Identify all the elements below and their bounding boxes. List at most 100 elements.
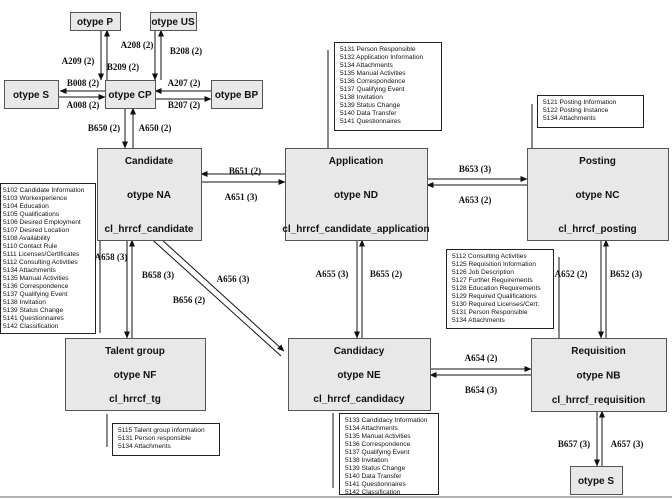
relation-label-b658: B658 (3) — [142, 270, 174, 280]
infotype-item: 5131 Person responsible — [118, 435, 191, 442]
entity-box[interactable] — [70, 12, 121, 31]
infotype-item: 5141 Questionnaires — [345, 481, 407, 488]
entity-name: otype S — [578, 476, 614, 487]
entity-otype-us[interactable]: otype US — [150, 12, 197, 31]
entity-box[interactable] — [531, 338, 667, 412]
infotype-item: 5139 Status Change — [345, 465, 405, 472]
entity-class: cl_hrrcf_candidate_application — [282, 224, 429, 235]
entity-box[interactable] — [288, 338, 431, 411]
relation-label-a652: A652 (2) — [555, 269, 588, 279]
infotype-item: 5135 Manual Activities — [340, 70, 406, 77]
relation-label-b208: B208 (2) — [170, 46, 202, 56]
infotype-item: 5133 Candidacy Information — [345, 417, 428, 424]
entity-otype-bp[interactable]: otype BP — [211, 80, 263, 109]
note-box — [334, 42, 442, 131]
entity-name: otype BP — [215, 90, 259, 101]
infotype-item: 5131 Person Responsible — [340, 46, 416, 53]
entity-name: Requisition — [571, 346, 625, 357]
note-box — [339, 413, 439, 495]
infotype-item: 5141 Questionnaires — [340, 118, 402, 125]
entity-otype-cp[interactable]: otype CP — [105, 80, 156, 109]
entity-name: Application — [329, 156, 383, 167]
infotype-item: 5139 Status Change — [3, 307, 63, 314]
infotype-item: 5141 Questionnaires — [3, 315, 65, 322]
relation-label-a657: A657 (3) — [611, 439, 644, 449]
infotype-item: 5136 Correspondence — [345, 441, 411, 448]
relation-label-a653: A653 (2) — [459, 195, 492, 205]
relation-label-b656: B656 (2) — [173, 295, 205, 305]
infotype-item: 5136 Correspondence — [340, 78, 406, 85]
entity-class: cl_hrrcf_tg — [109, 394, 161, 405]
entity-otype: otype NE — [337, 370, 381, 381]
infotype-item: 5134 Attachments — [118, 443, 171, 450]
infotype-item: 5102 Candidate Information — [3, 187, 85, 194]
entity-talent-group[interactable]: Talent group otype NF cl_hrrcf_tg — [65, 338, 206, 411]
relation-label-a655: A655 (3) — [316, 269, 349, 279]
infotype-item: 5112 Consulting Activities — [452, 253, 527, 260]
relation-label-a650: A650 (2) — [139, 123, 172, 133]
entity-box[interactable] — [105, 80, 156, 109]
entity-name: Posting — [579, 156, 616, 167]
entity-otype-s-bottom[interactable]: otype S — [570, 466, 623, 495]
relation-label-a651: A651 (3) — [225, 192, 258, 202]
entity-otype: otype NC — [576, 190, 620, 201]
entity-box[interactable] — [4, 80, 59, 109]
infotype-item: 5127 Further Requirements — [452, 277, 533, 284]
infotype-item: 5142 Classification — [3, 323, 59, 330]
note-box — [537, 95, 644, 128]
note-box — [112, 423, 220, 456]
infotype-item: 5128 Education Requirements — [452, 285, 541, 292]
relation-label-b655: B655 (2) — [370, 269, 402, 279]
entity-box[interactable] — [150, 12, 197, 31]
entity-box[interactable] — [211, 80, 263, 109]
entity-box[interactable] — [570, 466, 623, 495]
infotype-item: 5140 Data Transfer — [345, 473, 402, 480]
entity-otype-s-left[interactable]: otype S — [4, 80, 59, 109]
relation-label-b008: B008 (2) — [67, 78, 99, 88]
infotype-item: 5137 Qualifying Event — [340, 86, 405, 93]
entity-box[interactable] — [65, 338, 206, 411]
arrow-candidate-to-candidacy — [148, 227, 285, 352]
infotype-item: 5137 Qualifying Event — [345, 449, 410, 456]
relation-label-a656: A656 (3) — [217, 274, 250, 284]
entity-otype: otype NF — [114, 370, 157, 381]
relation-label-b209: B209 (2) — [107, 62, 139, 72]
infotype-item: 5115 Talent group information — [118, 427, 205, 434]
entity-class: cl_hrrcf_posting — [558, 224, 636, 235]
infotype-item: 5112 Consulting Activities — [3, 259, 78, 266]
entity-name: Candidate — [125, 156, 174, 167]
entity-posting[interactable]: Posting otype NC cl_hrrcf_posting — [527, 148, 669, 241]
infotype-item: 5104 Education — [3, 203, 49, 210]
infotype-item: 5134 Attachments — [340, 62, 393, 69]
infotype-item: 5134 Attachments — [345, 425, 398, 432]
relation-label-b650: B650 (2) — [88, 123, 120, 133]
entity-class: cl_hrrcf_candidate — [105, 224, 194, 235]
infotype-item: 5134 Attachments — [452, 317, 505, 324]
entity-box[interactable] — [97, 148, 202, 241]
arrow-candidacy-to-candidate — [145, 233, 282, 357]
infotype-item: 5110 Contact Rule — [3, 243, 57, 250]
infotype-item: 5105 Qualifications — [3, 211, 60, 218]
infotype-item: 5131 Person Responsible — [452, 309, 528, 316]
relation-label-b653: B653 (3) — [459, 164, 491, 174]
infotype-item: 5129 Required Qualifications — [452, 293, 537, 300]
infotype-item: 5138 Invitation — [3, 299, 46, 306]
relation-label-b652: B652 (3) — [610, 269, 642, 279]
entity-box[interactable] — [527, 148, 669, 241]
infotype-item: 5136 Correspondence — [3, 283, 69, 290]
entity-name: Talent group — [105, 346, 165, 357]
note-box — [446, 249, 554, 329]
infotype-item: 5142 Classification — [345, 489, 401, 496]
entity-box[interactable] — [285, 148, 428, 241]
entity-otype-p[interactable]: otype P — [70, 12, 121, 31]
relation-label-a658: A658 (3) — [95, 252, 128, 262]
